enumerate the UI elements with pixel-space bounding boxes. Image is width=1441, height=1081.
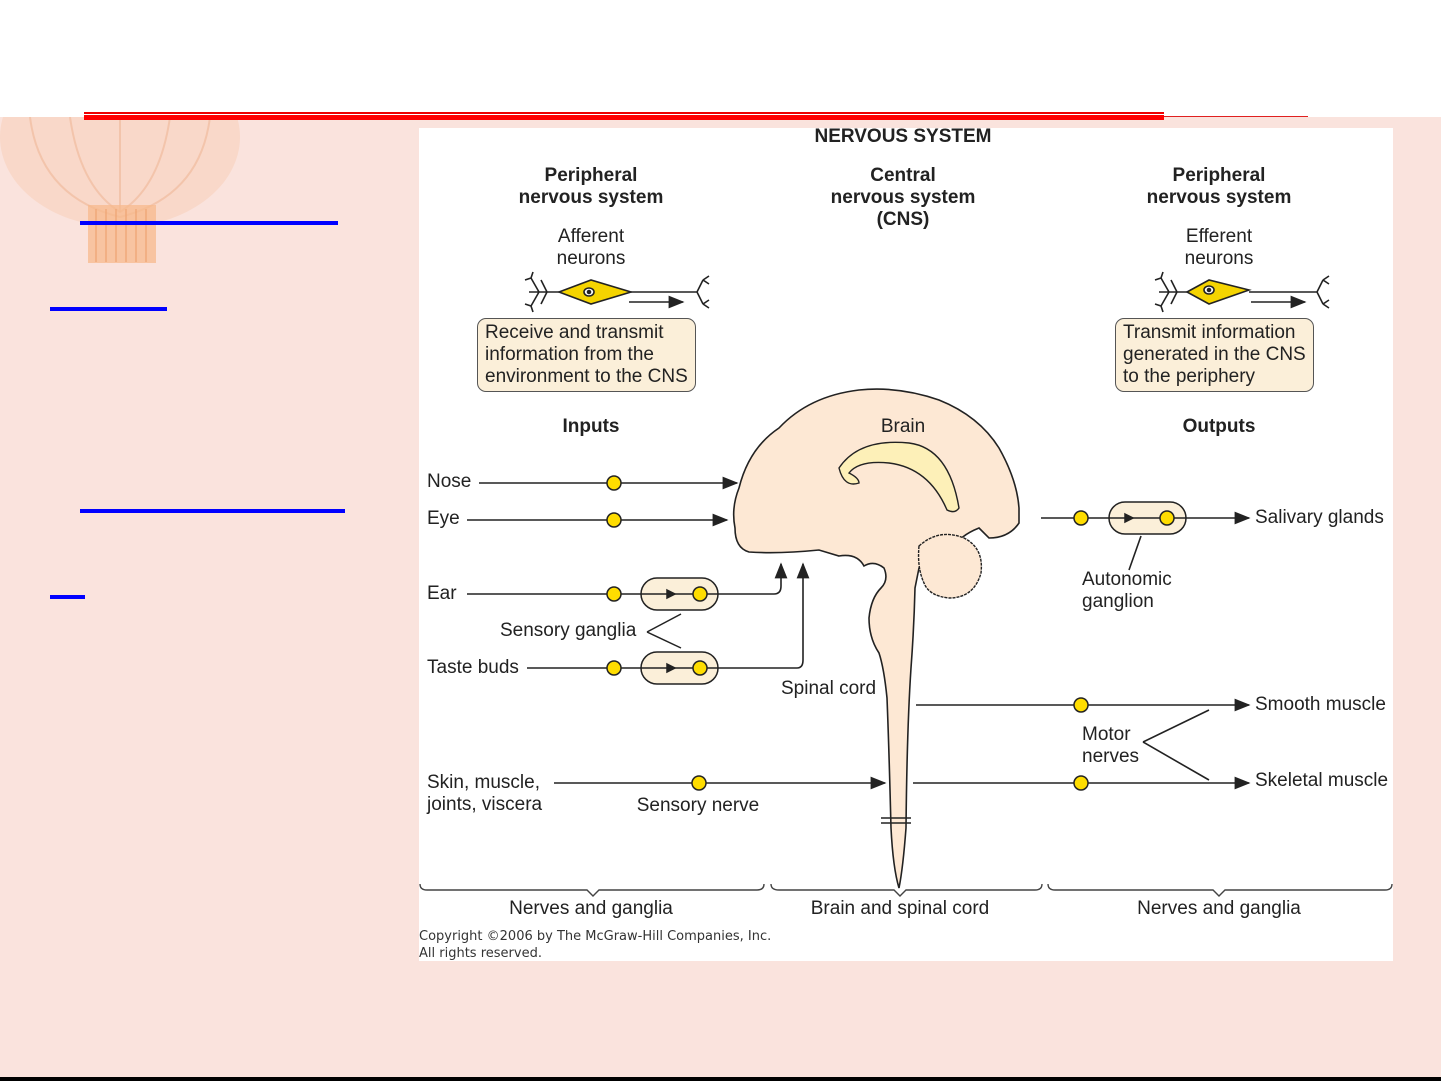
salivary-node-1: [1073, 510, 1089, 526]
autonomic-label-line2: ganglion: [1082, 591, 1154, 612]
autonomic-label-line1: Autonomic: [1082, 569, 1172, 590]
taste-pathway: [527, 562, 810, 669]
output-nodes: [1073, 510, 1175, 791]
bracket-center: [770, 883, 1043, 897]
salivary-node-2: [1159, 510, 1175, 526]
hyperlink-underline-4[interactable]: [50, 595, 85, 599]
window-bottom-edge: [0, 1077, 1441, 1081]
efferent-box-line3: to the periphery: [1123, 366, 1256, 387]
autonomic-ganglion: [1108, 501, 1187, 535]
figure-title: NERVOUS SYSTEM: [814, 126, 992, 147]
nose-node: [606, 475, 622, 491]
bracket-right-label: Nerves and ganglia: [1137, 898, 1301, 919]
skin-label-line2: joints, viscera: [427, 794, 543, 815]
brain-illustration: [732, 388, 1020, 889]
spinal-cord-label: Spinal cord: [781, 678, 877, 699]
efferent-label-line2: neurons: [1184, 248, 1254, 269]
taste-buds-label: Taste buds: [427, 657, 519, 678]
ear-pathway: [467, 562, 788, 595]
efferent-neuron-icon: [1154, 271, 1330, 313]
title-rule-extension: [1164, 116, 1308, 117]
ear-label: Ear: [427, 583, 457, 604]
inputs-heading: Inputs: [562, 416, 620, 437]
sensory-nerve-label: Sensory nerve: [636, 795, 760, 816]
afferent-neuron-icon: [524, 271, 710, 313]
lantern-decoration: [0, 117, 240, 263]
diagram-graphics: [419, 271, 1393, 897]
efferent-label-line1: Efferent: [1185, 226, 1253, 247]
afferent-description-box: Receive and transmit information from th…: [477, 318, 696, 392]
efferent-description-box: Transmit information generated in the CN…: [1115, 318, 1314, 392]
bracket-center-label: Brain and spinal cord: [810, 898, 990, 919]
salivary-glands-label: Salivary glands: [1255, 507, 1384, 528]
input-nodes: [606, 475, 708, 791]
skeletal-muscle-label: Skeletal muscle: [1255, 770, 1389, 791]
afferent-label-line1: Afferent: [557, 226, 625, 247]
copyright-line2: All rights reserved.: [419, 946, 542, 961]
skin-label-line1: Skin, muscle,: [427, 772, 540, 793]
smooth-muscle-label: Smooth muscle: [1255, 694, 1386, 715]
eye-label: Eye: [427, 508, 460, 529]
afferent-label-line2: neurons: [556, 248, 626, 269]
motor-label-line1: Motor: [1082, 724, 1131, 745]
hyperlink-underline-2[interactable]: [50, 307, 167, 311]
motor-label-line2: nerves: [1082, 746, 1140, 767]
skeletal-node: [1073, 775, 1089, 791]
bracket-right: [1047, 883, 1393, 897]
efferent-box-line2: generated in the CNS: [1123, 344, 1306, 365]
center-heading-line1: Central: [870, 165, 936, 186]
ear-node-2: [692, 586, 708, 602]
bracket-left: [419, 883, 765, 897]
outputs-heading: Outputs: [1182, 416, 1256, 437]
copyright-line1: Copyright ©2006 by The McGraw-Hill Compa…: [419, 929, 772, 944]
afferent-box-line3: environment to the CNS: [485, 366, 688, 387]
center-heading-line2: nervous system: [830, 187, 976, 208]
center-heading-line3: (CNS): [876, 209, 930, 230]
right-heading-line2: nervous system: [1146, 187, 1292, 208]
efferent-box-line1: Transmit information: [1123, 322, 1296, 343]
brain-label: Brain: [880, 416, 926, 437]
smooth-node: [1073, 697, 1089, 713]
bracket-left-label: Nerves and ganglia: [509, 898, 673, 919]
title-rule-thick: [84, 115, 1164, 120]
left-heading-line1: Peripheral: [544, 165, 638, 186]
hyperlink-underline-1[interactable]: [80, 221, 338, 225]
afferent-box-line1: Receive and transmit: [485, 322, 664, 343]
title-rule-thin: [84, 112, 1164, 114]
nose-label: Nose: [427, 471, 472, 492]
sensory-ganglia: [640, 577, 719, 685]
afferent-box-line2: information from the: [485, 344, 654, 365]
sensory-ganglia-label: Sensory ganglia: [500, 620, 637, 641]
nervous-system-figure: NERVOUS SYSTEM Peripheral nervous system…: [419, 126, 1393, 961]
eye-node: [606, 512, 622, 528]
skin-node: [691, 775, 707, 791]
taste-node-2: [692, 660, 708, 676]
right-heading-line1: Peripheral: [1172, 165, 1266, 186]
bottom-brackets: [419, 883, 1393, 897]
ear-node-1: [606, 586, 622, 602]
hyperlink-underline-3[interactable]: [80, 509, 345, 513]
taste-node-1: [606, 660, 622, 676]
left-heading-line2: nervous system: [518, 187, 664, 208]
